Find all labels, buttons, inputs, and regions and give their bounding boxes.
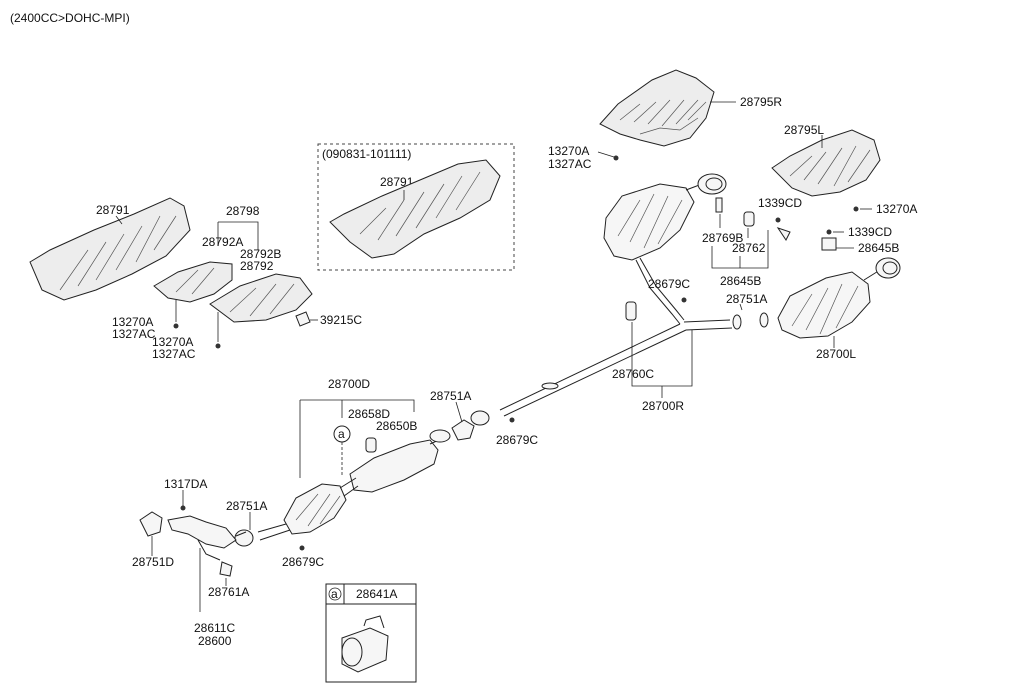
gasket-28751A-right[interactable]	[732, 314, 742, 330]
bracket-28645B[interactable]	[776, 227, 791, 241]
inset-variant-box: (090831-101111) 28791	[317, 143, 515, 271]
rubber-hanger-28760C[interactable]	[625, 301, 637, 321]
label-28760C: 28760C	[612, 367, 654, 381]
label-28679C-right: 28679C	[648, 277, 690, 291]
bolt-13270A-left-1	[173, 323, 179, 329]
clamp-28641A[interactable]	[341, 615, 389, 673]
label-28650B: 28650B	[376, 419, 417, 433]
gasket-28751D[interactable]	[139, 511, 163, 537]
heat-shield-28791[interactable]	[29, 197, 191, 301]
label-28795R: 28795R	[740, 95, 782, 109]
rubber-hanger-28762[interactable]	[743, 211, 755, 227]
label-28751D: 28751D	[132, 555, 174, 569]
hanger-bolt-28769B[interactable]	[715, 197, 723, 213]
label-28792A: 28792A	[202, 235, 243, 249]
label-13270A-left-1: 13270A	[112, 315, 153, 329]
rear-y-pipe[interactable]	[499, 319, 733, 417]
label-28769B: 28769B	[702, 231, 743, 245]
rear-muffler-left[interactable]	[777, 257, 901, 339]
center-muffler-28650B[interactable]	[349, 429, 451, 493]
front-pipe-28600[interactable]	[167, 515, 247, 561]
callout-box-part: 28641A	[356, 587, 397, 601]
hanger-28645B-right[interactable]	[821, 237, 837, 251]
callout-box-marker: a	[331, 587, 338, 601]
label-1327AC-top: 1327AC	[548, 157, 592, 171]
label-28700D: 28700D	[328, 377, 370, 391]
label-28751A-center: 28751A	[226, 499, 267, 513]
hanger-28658D[interactable]	[365, 437, 377, 453]
catalytic-converter[interactable]	[257, 477, 359, 541]
label-13270A-top: 13270A	[548, 144, 589, 158]
label-28700R: 28700R	[642, 399, 684, 413]
label-1317DA: 1317DA	[164, 477, 207, 491]
label-28751A-mid: 28751A	[430, 389, 471, 403]
label-28761A: 28761A	[208, 585, 249, 599]
heat-shield-28792A[interactable]	[153, 261, 233, 303]
gasket-right-flange	[759, 312, 769, 328]
label-13270A-right: 13270A	[876, 202, 917, 216]
rear-muffler-right[interactable]	[603, 173, 727, 325]
label-28679C-mid: 28679C	[496, 433, 538, 447]
callout-box-28641A: a 28641A	[325, 583, 417, 683]
label-28700L: 28700L	[816, 347, 856, 361]
heat-shield-28791-variant[interactable]	[329, 159, 501, 259]
gasket-28761A[interactable]	[219, 561, 233, 577]
label-28751A-right: 28751A	[726, 292, 767, 306]
bolt-13270A-top	[613, 155, 619, 161]
label-28792B: 28792B	[240, 247, 281, 261]
label-28791: 28791	[96, 203, 130, 217]
heat-shield-28795L[interactable]	[771, 129, 881, 197]
bolt-13270A-right	[853, 206, 859, 212]
label-28645B-right: 28645B	[858, 241, 899, 255]
label-28679C-center: 28679C	[282, 555, 324, 569]
bolt-1339CD-b	[826, 229, 832, 235]
label-28762: 28762	[732, 241, 766, 255]
label-28795L: 28795L	[784, 123, 824, 137]
inset-part-label: 28791	[380, 175, 414, 189]
label-28600: 28600	[198, 634, 232, 648]
flange-pipe-front	[470, 410, 490, 426]
bolt-28679C-center	[299, 545, 305, 551]
label-13270A-left-2: 13270A	[152, 335, 193, 349]
label-1327AC-left-1: 1327AC	[112, 327, 156, 341]
inset-range: (090831-101111)	[322, 147, 411, 161]
label-1327AC-left-2: 1327AC	[152, 347, 196, 361]
gasket-28751A-mid[interactable]	[451, 419, 475, 441]
label-28611C: 28611C	[194, 621, 235, 635]
heat-shield-28795R[interactable]	[599, 69, 715, 147]
label-28792: 28792	[240, 259, 274, 273]
bolt-28679C-mid	[509, 417, 515, 423]
heat-shield-28792[interactable]	[209, 273, 313, 323]
engine-spec-title: (2400CC>DOHC-MPI)	[10, 11, 130, 25]
label-1339CD-b: 1339CD	[848, 225, 892, 239]
label-28658D: 28658D	[348, 407, 390, 421]
label-39215C: 39215C	[320, 313, 362, 327]
label-1339CD-a: 1339CD	[758, 196, 802, 210]
bolt-1339CD-a	[775, 217, 781, 223]
bracket-39215C[interactable]	[295, 311, 311, 327]
gasket-28751A-center[interactable]	[234, 529, 254, 547]
label-28645B: 28645B	[720, 274, 761, 288]
bolt-13270A-left-2	[215, 343, 221, 349]
label-28798: 28798	[226, 204, 260, 218]
callout-a-text: a	[338, 427, 345, 441]
bolt-1317DA	[180, 505, 186, 511]
bolt-28679C-right	[681, 297, 687, 303]
